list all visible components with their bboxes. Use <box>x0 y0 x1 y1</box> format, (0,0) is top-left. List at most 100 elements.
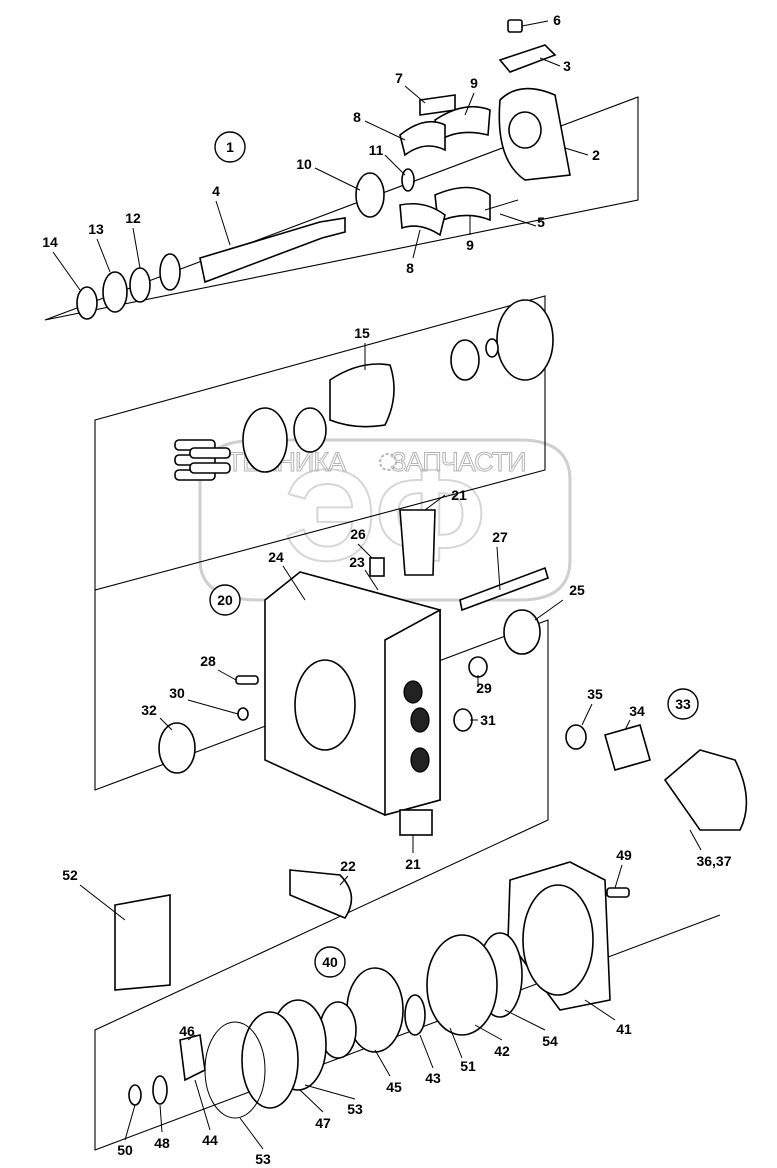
part-label: 2 <box>592 147 600 163</box>
part-label: 53 <box>347 1101 363 1117</box>
watermark: ЭФ ТЕХНИКА ЗАПЧАСТИ <box>198 438 572 602</box>
circlip-50 <box>128 1084 142 1106</box>
part-label: 31 <box>480 712 496 728</box>
gear-icon <box>379 453 397 471</box>
part-label: 21 <box>405 856 421 872</box>
rotary-group <box>174 299 554 481</box>
part-label: 48 <box>154 1135 170 1151</box>
part-label: 46 <box>179 1023 195 1039</box>
part-label: 8 <box>353 109 361 125</box>
part-label: 22 <box>340 858 356 874</box>
part-label: 43 <box>425 1070 441 1086</box>
part-label: 8 <box>406 260 414 276</box>
ring-11 <box>401 168 415 192</box>
ring-12 <box>129 267 151 303</box>
part-label: 25 <box>569 582 585 598</box>
part-label: 42 <box>494 1043 510 1059</box>
spring <box>450 339 480 381</box>
part-label: 30 <box>169 685 185 701</box>
part-label: 7 <box>395 70 403 86</box>
part-label: 10 <box>296 156 312 172</box>
shaft-44 <box>179 1034 206 1082</box>
bearing-shell-9 <box>434 105 491 142</box>
part-labels: 6 3 7 9 8 2 11 10 4 5 9 8 13 12 14 15 21… <box>42 12 732 1167</box>
part-label: 45 <box>386 1079 402 1095</box>
part-label: 6 <box>553 12 561 28</box>
oring-30 <box>237 707 249 721</box>
valve-21b <box>399 809 433 836</box>
ring-43 <box>404 994 426 1036</box>
part-label: 23 <box>349 554 365 570</box>
pin-28 <box>235 675 259 685</box>
part-label: 26 <box>350 526 366 542</box>
part-label: 9 <box>466 237 474 253</box>
part-label: 15 <box>354 325 370 341</box>
retainer-plate <box>242 407 288 473</box>
group-marker-40: 40 <box>322 954 338 970</box>
plug-29 <box>468 656 488 678</box>
bearing-8 <box>399 120 446 157</box>
part-label: 14 <box>42 234 58 250</box>
bolt-49 <box>606 887 630 898</box>
part-label: 53 <box>255 1151 271 1167</box>
part-label: 5 <box>537 214 545 230</box>
cylinder-block <box>329 363 395 428</box>
valve-21 <box>399 509 436 576</box>
part-label: 47 <box>315 1115 331 1131</box>
part-label: 32 <box>141 702 157 718</box>
bolt-27 <box>459 566 549 612</box>
part-label: 49 <box>616 847 632 863</box>
screw-6 <box>507 19 523 33</box>
part-label: 52 <box>62 867 78 883</box>
part-label: 50 <box>117 1142 133 1158</box>
part-label: 24 <box>268 549 284 565</box>
part-label: 9 <box>470 75 478 91</box>
bearing-8b <box>399 202 446 237</box>
plug-26 <box>369 557 385 577</box>
watermark-logo: ЭФ <box>284 442 486 588</box>
bearing-shell-9b <box>434 186 491 224</box>
shaft-group <box>76 19 571 320</box>
ring-25 <box>503 609 541 655</box>
part-label: 28 <box>200 653 216 669</box>
plate-3 <box>498 44 557 73</box>
solenoid-group <box>565 724 748 831</box>
part-label: 51 <box>460 1058 476 1074</box>
pistons <box>174 439 231 481</box>
ring-48 <box>152 1075 168 1105</box>
part-label: 27 <box>492 529 508 545</box>
seal-kit-52 <box>114 894 171 991</box>
gear-pump-group <box>114 861 630 1119</box>
group-boxes <box>44 96 721 1151</box>
part-label: 36,37 <box>696 853 731 869</box>
plug-31 <box>453 708 473 732</box>
circlip-14 <box>76 286 98 320</box>
leader-lines <box>52 20 702 1150</box>
part-label: 35 <box>587 686 603 702</box>
group-marker-33: 33 <box>675 696 691 712</box>
watermark-text-right: ЗАПЧАСТИ <box>390 447 525 477</box>
group-marker-20: 20 <box>217 592 233 608</box>
part-label: 54 <box>542 1033 558 1049</box>
bearing-32 <box>158 722 196 774</box>
shaft-4 <box>199 217 346 284</box>
part-label: 11 <box>369 142 384 158</box>
part-label: 4 <box>212 183 220 199</box>
cover-42 <box>426 934 498 1036</box>
group-markers: 1 20 33 40 <box>209 131 699 978</box>
part-label: 21 <box>451 487 467 503</box>
plate <box>496 299 554 381</box>
part-label: 29 <box>476 680 492 696</box>
part-label: 12 <box>125 210 141 226</box>
plate-53 <box>241 1011 299 1109</box>
part-label: 34 <box>629 703 645 719</box>
part-label: 13 <box>88 221 104 237</box>
housing-group <box>158 509 549 919</box>
valve-22 <box>289 869 353 919</box>
part-label: 44 <box>202 1132 218 1148</box>
part-label: 41 <box>616 1021 632 1037</box>
oring-35 <box>565 724 587 750</box>
group-marker-1: 1 <box>226 139 234 155</box>
